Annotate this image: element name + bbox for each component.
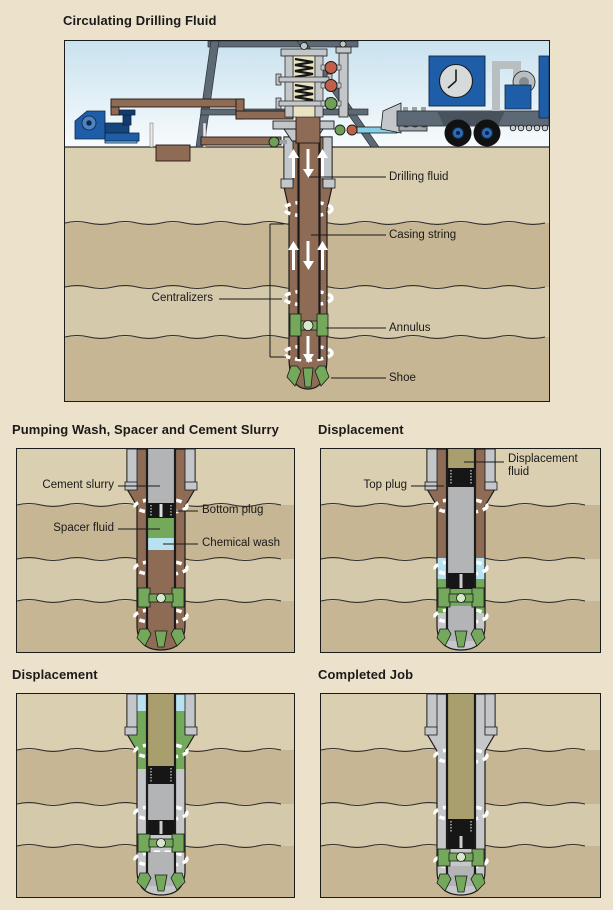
wellbore [424,449,498,651]
roller-wheels [509,124,549,132]
label-shoe: Shoe [389,372,416,384]
panel-displacement-2 [16,693,295,898]
leader-lines [411,461,504,487]
float-collar [137,833,185,853]
flow-arrow-up [317,241,328,250]
cement-slurry [448,487,474,573]
label-spacer-fluid: Spacer fluid [53,522,114,534]
float-collar [289,313,329,337]
wellbore [280,136,336,390]
flow-arrows [288,149,328,363]
casing-string [448,449,474,641]
flow-arrow-up [288,241,299,250]
casing-walls [297,137,321,359]
mud-pump [74,109,140,144]
title-displacement-2: Displacement [12,667,98,682]
panel-pumping-wash-spacer-cement: Cement slurry Bottom plug Spacer fluid C… [16,448,295,653]
valve-icon [346,124,358,136]
plug-spring [294,57,314,79]
valve-manifold [320,41,352,118]
valve-icon [324,97,338,110]
truck-piping [492,61,521,111]
displacement-fluid [448,694,474,819]
chemical-wash [148,538,174,550]
valve-icon [334,124,346,136]
flow-arrow-down [303,261,314,270]
top-plug [148,766,174,784]
leader-lines [219,176,386,379]
label-displacement-fluid: Displacement fluid [508,453,578,478]
float-collar [437,587,485,608]
casing-walls [145,449,177,629]
panel-completed-job [320,693,601,898]
float-collar [137,587,185,608]
cement-slurry [148,449,174,503]
cement-slurry [148,784,174,820]
leader-lines [118,485,198,545]
displacement-fluid [148,694,174,766]
completed-job-scene [321,694,600,897]
drilling-fluid [148,550,174,589]
displacement-scene-2 [17,694,294,897]
flow-arrow-down [303,169,314,178]
post [149,122,154,148]
title-circulating: Circulating Drilling Fluid [63,13,217,28]
label-chemical-wash: Chemical wash [202,537,280,549]
surface-casing [424,694,498,736]
circulating-scene [65,41,549,401]
label-bottom-plug: Bottom plug [202,504,264,516]
panel-circulating-drilling-fluid: Drilling fluid Casing string Centralizer… [64,40,550,402]
post [202,122,207,148]
casing-walls [445,694,477,874]
casing-string [148,449,174,641]
label-top-plug: Top plug [363,479,407,491]
label-casing-string: Casing string [389,229,457,241]
label-cement-slurry: Cement slurry [42,479,114,491]
guide-shoe [136,872,186,892]
cement-truck [380,55,549,147]
title-displacement-1: Displacement [318,422,404,437]
flow-arrow-up [288,149,299,158]
valve-icon [268,136,280,148]
top-plug [448,819,474,835]
plug-spring [294,83,314,105]
guide-shoe [136,628,186,648]
valve-icon [324,79,338,92]
guide-shoe [436,873,486,893]
mud-pipes [110,98,294,162]
displacement-scene-1 [321,449,600,652]
casing-string [448,694,474,886]
float-collar [437,848,485,867]
label-annulus: Annulus [389,322,431,334]
top-plug [448,468,474,487]
guide-shoe [436,628,486,648]
panel-displacement-1: Displacement fluid Top plug [320,448,601,653]
label-drilling-fluid: Drilling fluid [389,171,449,183]
label-centralizers: Centralizers [151,292,213,304]
flow-arrow-up [317,149,328,158]
valve-icon [324,61,338,74]
displacement-fluid [448,449,474,468]
wellbore [124,694,198,896]
guide-shoe [286,365,330,388]
casing-string [148,694,174,886]
title-pumping: Pumping Wash, Spacer and Cement Slurry [12,422,279,437]
spacer-fluid [148,518,174,538]
pumping-scene [17,449,294,652]
wellbore [124,449,198,651]
flow-arrow-down [303,354,314,363]
title-completed-job: Completed Job [318,667,414,682]
mud-pit [155,144,191,162]
surface-casing [124,694,198,736]
wellbore [424,694,498,896]
cement-line [334,124,398,136]
casing-walls [445,449,477,629]
casing-walls [145,694,177,874]
